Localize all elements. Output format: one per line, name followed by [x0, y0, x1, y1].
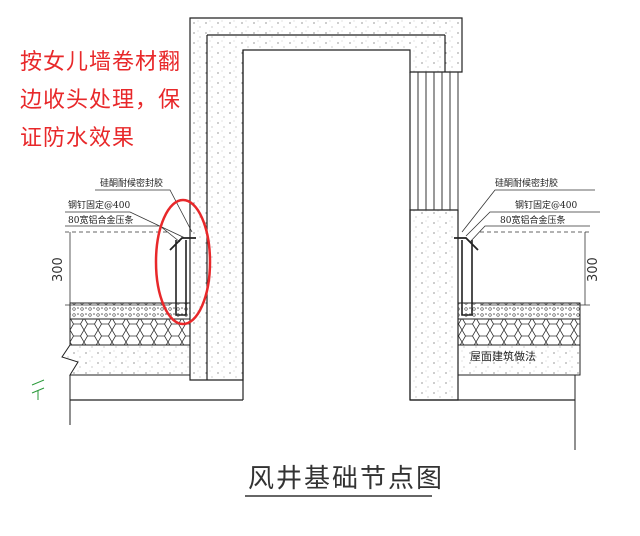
right-sealant-label: 硅酮耐候密封胶	[495, 177, 558, 189]
axis-mark	[31, 379, 45, 400]
shaft-structure	[189, 17, 463, 401]
right-roof-layers	[410, 237, 581, 450]
left-roof-layers	[61, 237, 243, 425]
louver	[417, 72, 459, 210]
left-sealant-label: 硅酮耐候密封胶	[100, 177, 163, 189]
drawing-title: 风井基础节点图	[248, 464, 445, 494]
leader-lines	[65, 189, 600, 306]
left-strip-label: 80宽铝合金压条	[68, 214, 133, 226]
left-dimension: 300	[51, 257, 66, 282]
annotation-line-3: 证防水效果	[20, 126, 136, 151]
left-nail-label: 钢钉固定@400	[68, 199, 130, 211]
right-strip-label: 80宽铝合金压条	[500, 214, 565, 226]
right-dimension: 300	[586, 257, 601, 282]
annotation-line-2: 边收头处理，保	[20, 88, 182, 113]
annotation-line-1: 按女儿墙卷材翻	[20, 50, 182, 75]
roof-note: 屋面建筑做法	[470, 349, 536, 363]
highlight-ellipse	[154, 198, 212, 326]
right-nail-label: 钢钉固定@400	[515, 199, 577, 211]
